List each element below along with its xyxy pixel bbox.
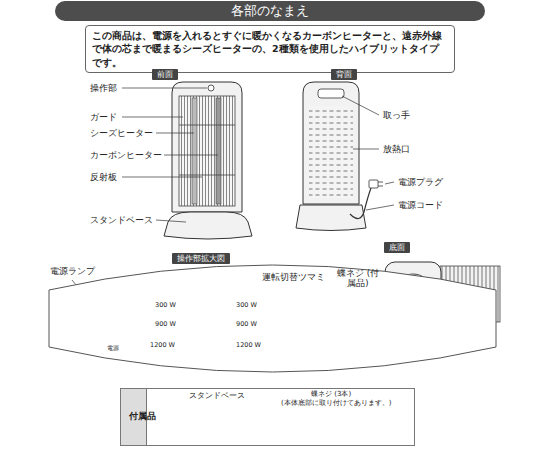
power-plug — [369, 180, 378, 188]
title-text: 各部のなまえ — [231, 3, 309, 18]
part-label: 蝶ネジ (付属品) — [336, 268, 380, 288]
part-label: 運転切替ツマミ — [262, 272, 325, 282]
node-text: 蝶ネジ (3本) — [311, 390, 351, 398]
view-tab: 底面 — [384, 242, 410, 253]
handle — [318, 89, 344, 98]
part-label: シーズヒーター — [90, 128, 153, 138]
view-tab: 背面 — [331, 69, 357, 80]
part-label: 電源ランプ — [50, 266, 95, 276]
leader-line — [122, 88, 207, 89]
part-label: 電源プラグ — [398, 177, 443, 187]
node-text: (本体底部に取り付けてあります。) — [281, 399, 391, 407]
node-text: 300 W — [155, 302, 176, 309]
part-label: 放熱口 — [383, 144, 410, 154]
stand-base — [164, 212, 252, 239]
accessory-box: 付属品 スタンドベース 蝶ネジ (3本)(本体底部に取り付けてあります。) — [120, 388, 415, 446]
leader-line — [122, 177, 202, 178]
part-label: ガード — [90, 112, 117, 122]
guard-bar — [179, 125, 235, 126]
node-text: 操作部拡大図 — [177, 254, 225, 263]
node-text: 背面 — [336, 70, 352, 79]
heater-body — [172, 82, 242, 212]
part-label: カーボンヒーター — [90, 150, 162, 160]
node-text: 300 W — [236, 302, 257, 309]
part-label: 反射板 — [90, 172, 117, 182]
sheath-heater — [192, 98, 197, 204]
title-band: 各部のなまえ — [55, 1, 485, 21]
node-text: 900 W — [236, 321, 257, 328]
front-heater — [164, 82, 252, 239]
vent — [309, 106, 353, 198]
node-text: 900 W — [155, 321, 176, 328]
part-label: 電源コード — [398, 200, 443, 210]
node-text: 付属品 — [129, 412, 138, 422]
node-text: スタンドベース — [189, 392, 245, 401]
leader-line — [342, 96, 379, 115]
node-text: 底面 — [389, 243, 405, 252]
part-label: スタンドベース — [90, 215, 153, 225]
part-label: 操作部 — [90, 83, 117, 93]
leader-line — [385, 182, 394, 184]
leader-line — [156, 133, 194, 134]
leader-line — [122, 117, 183, 118]
back-heater — [296, 82, 383, 231]
plug-pin — [378, 182, 383, 183]
node-text: 1200 W — [150, 342, 175, 349]
node-text: 電源 — [107, 345, 119, 352]
node-text: 1200 W — [236, 342, 261, 349]
view-tab: 操作部拡大図 — [172, 253, 230, 264]
carbon-heater — [216, 98, 221, 204]
plug-pin — [378, 186, 383, 187]
leader-line — [353, 149, 379, 150]
guard-bar — [179, 175, 235, 176]
intro-box: この商品は、電源を入れるとすぐに暖かくなるカーボンヒーターと、遠赤外線で体の芯ま… — [85, 25, 455, 73]
leader-line — [156, 220, 186, 222]
panel-outline — [49, 265, 496, 372]
node-text: この商品は、電源を入れるとすぐに暖かくなるカーボンヒーターと、遠赤外線で体の芯ま… — [92, 30, 442, 68]
view-tab: 前面 — [152, 69, 178, 80]
accessory-heading: 付属品 — [121, 389, 147, 445]
node-text: 前面 — [157, 70, 173, 79]
control-knob — [208, 85, 214, 91]
leader-line — [366, 205, 394, 210]
part-label: 取っ手 — [383, 110, 410, 120]
power-cord — [350, 188, 371, 219]
heater-guard — [179, 96, 235, 206]
leader-line — [164, 155, 218, 156]
